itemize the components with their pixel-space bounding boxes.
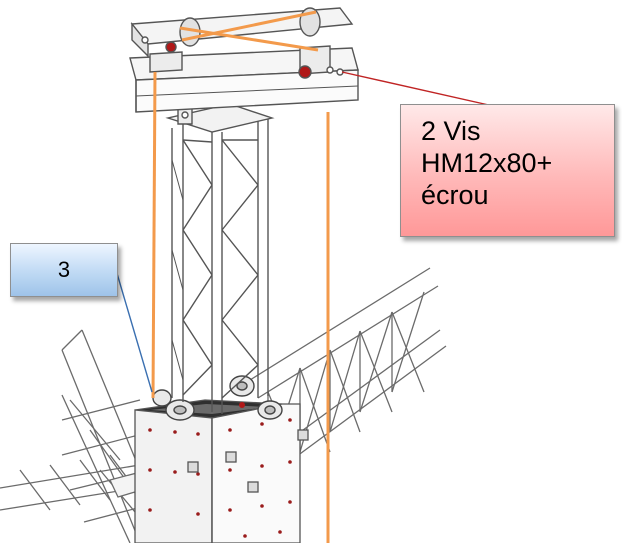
strap-left xyxy=(151,71,157,399)
screws-callout-line-3: écrou xyxy=(421,180,489,210)
vertical-truss xyxy=(165,103,275,414)
top-beam xyxy=(129,7,359,113)
screws-callout: 2 Vis HM12x80+ écrou xyxy=(400,104,615,237)
screws-callout-line-2: HM12x80+ xyxy=(421,148,553,178)
strap-top-front xyxy=(179,26,319,52)
base-couplers xyxy=(152,375,283,421)
leader-line-part-3 xyxy=(115,269,153,393)
screws-callout-line-1: 2 Vis xyxy=(421,116,481,146)
leader-line-screws xyxy=(341,71,503,109)
base-block xyxy=(134,399,309,543)
lifting-straps xyxy=(151,10,330,543)
part-number-label: 3 xyxy=(57,257,71,282)
part-number-callout: 3 xyxy=(10,243,118,297)
strap-top-back xyxy=(181,10,317,42)
